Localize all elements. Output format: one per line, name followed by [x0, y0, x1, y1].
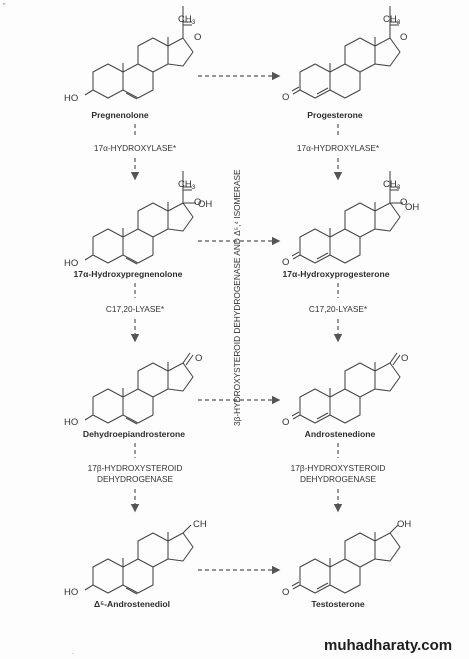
androstenedione-o17: O — [401, 353, 408, 364]
dhea-label: Dehydroepiandrosterone — [83, 429, 185, 439]
page-mark-bottom-left: . — [72, 649, 74, 656]
hydroxypregnenolone-ch3: CH3 — [178, 179, 196, 191]
testosterone-oh: OH — [397, 519, 411, 530]
hydroxyprogesterone-ch3: CH3 — [383, 179, 401, 191]
progesterone-o3: O — [282, 92, 289, 103]
enzyme-hsd17-left-line2: DEHYDROGENASE — [97, 474, 174, 484]
progesterone-co: O — [400, 32, 407, 43]
enzyme-lyase-right: C17,20-LYASE* — [309, 304, 368, 314]
dhea-o17: O — [195, 353, 202, 364]
androstenediol-ho: HO — [64, 587, 78, 598]
testosterone-label: Testosterone — [311, 599, 365, 609]
androstenedione-o3: O — [282, 417, 289, 428]
hydroxyprogesterone-label: 17α-Hydroxyprogesterone — [282, 269, 389, 279]
androstenediol-ch: CH — [193, 519, 207, 530]
pregnenolone-ho: HO — [64, 93, 78, 104]
testosterone-structure — [291, 524, 401, 594]
hydroxyprogesterone-o3: O — [282, 257, 289, 268]
hydroxyprogesterone-co: O — [400, 197, 407, 208]
enzyme-hydroxylase-right: 17α-HYDROXYLASE* — [297, 143, 380, 153]
dhea-structure — [84, 352, 194, 425]
enzyme-lyase-left: C17,20-LYASE* — [106, 304, 165, 314]
pregnenolone-ch3: CH3 — [178, 14, 196, 26]
page-mark-top-left: " — [3, 3, 6, 10]
pregnenolone-co: O — [194, 32, 201, 43]
hydroxypregnenolone-co: O — [194, 197, 201, 208]
hydroxyprogesterone-oh: OH — [405, 202, 419, 213]
pregnenolone-label: Pregnenolone — [91, 110, 149, 120]
testosterone-o3: O — [282, 587, 289, 598]
hydroxypregnenolone-label: 17α-Hydroxypregnenolone — [74, 269, 183, 279]
enzyme-hsd17-left-line1: 17β-HYDROXYSTEROID — [88, 463, 183, 473]
hydroxypregnenolone-oh: OH — [198, 199, 212, 210]
enzyme-hydroxylase-left: 17α-HYDROXYLASE* — [94, 143, 177, 153]
androstenediol-label: Δ⁵-Androstenediol — [94, 599, 170, 609]
pregnenolone-structure — [84, 5, 194, 100]
enzyme-hsd17-right-line1: 17β-HYDROXYSTEROID — [291, 463, 386, 473]
hydroxypregnenolone-ho: HO — [64, 258, 78, 269]
progesterone-label: Progesterone — [307, 110, 363, 120]
enzyme-hsd17-right-line2: DEHYDROGENASE — [300, 474, 377, 484]
androstenedione-label: Androstenedione — [305, 429, 376, 439]
watermark: muhadharaty.com — [324, 637, 452, 654]
enzyme-3b-hsd-vertical: 3β-HYDROXYSTEROID DEHYDROGENASE AND Δ⁵,⁴… — [232, 169, 242, 426]
dhea-ho: HO — [64, 417, 78, 428]
androstenedione-structure — [291, 352, 401, 424]
androstenediol-structure — [84, 524, 194, 595]
progesterone-ch3: CH3 — [383, 14, 401, 26]
